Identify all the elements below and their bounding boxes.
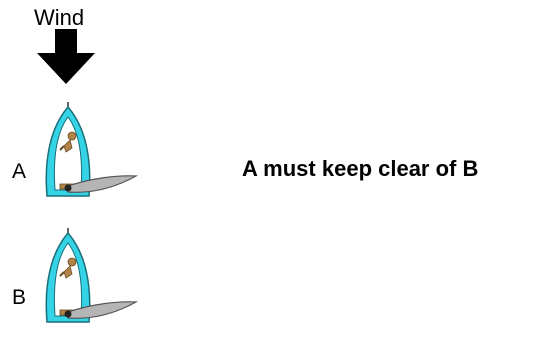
boat-b-mast (65, 311, 72, 318)
boat-a-label: A (12, 160, 26, 184)
rule-statement: A must keep clear of B (242, 156, 478, 182)
boat-b-label: B (12, 286, 26, 310)
